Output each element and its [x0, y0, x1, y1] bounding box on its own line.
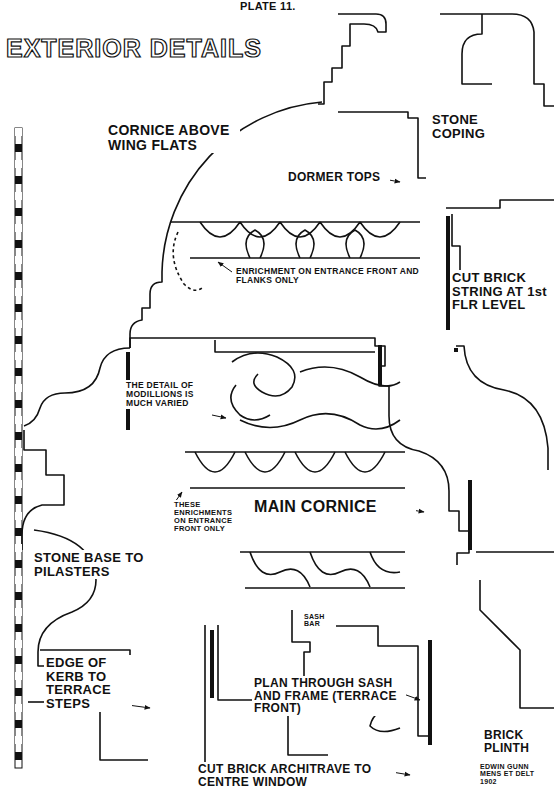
- scale-tick: [15, 336, 22, 344]
- scale-tick: [15, 624, 22, 632]
- scale-tick: [15, 576, 22, 584]
- scale-tick: [15, 512, 22, 520]
- scale-tick: [15, 320, 22, 328]
- scale-tick: [15, 368, 22, 376]
- scale-tick: [15, 544, 22, 552]
- scale-tick: [15, 304, 22, 312]
- detail-label: BRICK PLINTH: [482, 728, 552, 755]
- scale-tick: [15, 160, 22, 168]
- signature: EDWIN GUNN MENS ET DELT 1902: [478, 762, 552, 786]
- detail-label: CUT BRICK STRING AT 1st FLR LEVEL: [450, 270, 552, 313]
- scale-tick: [15, 672, 22, 680]
- scale-tick: [15, 736, 22, 744]
- scale-tick: [15, 288, 22, 296]
- scale-tick: [15, 592, 22, 600]
- scale-tick: [15, 416, 22, 424]
- scale-tick: [15, 656, 22, 664]
- scale-tick: [15, 256, 22, 264]
- scale-tick: [15, 384, 22, 392]
- part-label: SASH BAR: [302, 612, 336, 629]
- moulding-profiles: [22, 14, 554, 770]
- scale-bar: [15, 128, 22, 768]
- scale-tick: [15, 560, 22, 568]
- note: THE DETAIL OF MODILLIONS IS MUCH VARIED: [124, 380, 224, 409]
- detail-label: STONE COPING: [430, 112, 514, 141]
- scale-tick: [15, 144, 22, 152]
- scale-tick: [15, 432, 22, 440]
- scale-tick: [15, 464, 22, 472]
- detail-label: CUT BRICK ARCHITRAVE TO CENTRE WINDOW: [196, 762, 396, 789]
- plate-title: EXTERIOR DETAILS: [4, 34, 264, 63]
- detail-label: MAIN CORNICE: [252, 498, 416, 517]
- shadow-strokes: [128, 216, 470, 745]
- detail-label: CORNICE ABOVE WING FLATS: [106, 122, 240, 153]
- scale-tick: [15, 128, 22, 136]
- scale-tick: [15, 176, 22, 184]
- scale-tick: [15, 240, 22, 248]
- scale-tick: [15, 752, 22, 760]
- scale-tick: [15, 704, 22, 712]
- scale-tick: [15, 496, 22, 504]
- detail-label: DORMER TOPS: [286, 170, 390, 185]
- scale-tick: [15, 224, 22, 232]
- detail-label: STONE BASE TO PILASTERS: [32, 550, 146, 579]
- scale-tick: [15, 400, 22, 408]
- detail-label: EDGE OF KERB TO TERRACE STEPS: [44, 655, 132, 712]
- scale-tick: [15, 720, 22, 728]
- note: ENRICHMENT ON ENTRANCE FRONT AND FLANKS …: [234, 266, 428, 286]
- scale-tick: [15, 688, 22, 696]
- scale-tick: [15, 528, 22, 536]
- note: THESE ENRICHMENTS ON ENTRANCE FRONT ONLY: [172, 500, 240, 534]
- scale-tick: [15, 480, 22, 488]
- scale-tick: [15, 640, 22, 648]
- scale-tick: [15, 208, 22, 216]
- scale-tick: [15, 608, 22, 616]
- scale-tick: [15, 448, 22, 456]
- scale-tick: [15, 352, 22, 360]
- scale-tick: [15, 272, 22, 280]
- plate-number: PLATE 11.: [238, 0, 332, 14]
- scale-tick: [15, 192, 22, 200]
- detail-label: PLAN THROUGH SASH AND FRAME (TERRACE FRO…: [252, 676, 406, 716]
